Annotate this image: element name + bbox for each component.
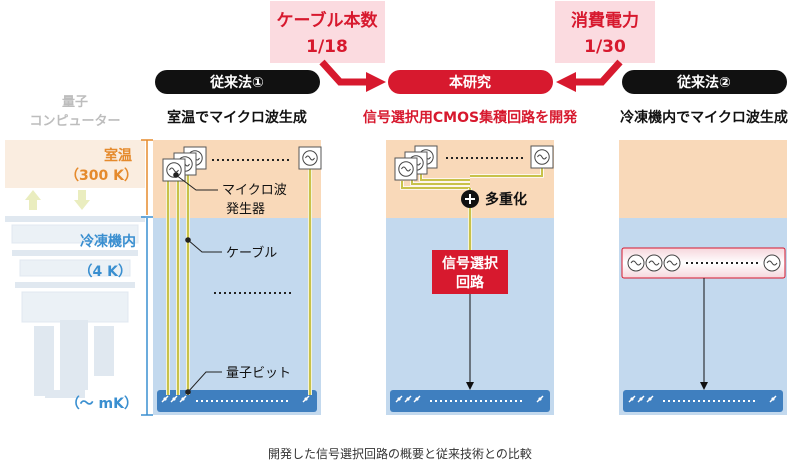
microwave-generator-label-line1: マイクロ波 [222,183,287,198]
conventional1-label: 従来法① [209,74,264,91]
microwave-generator-icon [394,157,418,181]
fridge-label: 冷凍機内 [80,233,136,250]
figure-caption: 開発した信号選択回路の概要と従来技術との比較 [268,446,532,461]
this-study-pill [388,70,553,94]
panel-conventional2 [619,140,787,415]
power-callout-value: 1/30 [584,37,626,57]
selector-label-line2: 回路 [456,274,485,291]
conventional2-pill [622,70,787,94]
fridge-value: （4 K） [79,264,132,280]
qubit-label: 量子ビット [226,366,291,381]
signal-selector-circuit [432,250,508,294]
quantum-computer-illustration: 量子 コンピューター [5,95,145,398]
microwave-generator-icon [162,158,186,182]
microwave-generator-label-line2: 発生器 [226,202,265,217]
panel-conventional1: マイクロ波 発生器 ケーブル 量子ビット [153,140,322,415]
this-study-label: 本研究 [449,74,491,91]
cable-label: ケーブル [226,245,277,261]
cable-count-callout: ケーブル本数 1/18 [270,1,385,63]
selector-label-line1: 信号選択 [442,255,499,272]
conventional2-label: 従来法② [676,74,731,91]
power-callout-box [555,1,655,63]
power-callout-title: 消費電力 [571,10,639,31]
this-study-subtitle: 信号選択用CMOS集積回路を開発 [363,109,578,126]
room-temp-value: （300 K） [65,168,138,184]
arrow-from-callout-right [556,59,623,92]
conventional2-subtitle: 冷凍機内でマイクロ波生成 [620,109,788,126]
millikelvin-label: （～ mK） [66,396,138,412]
room-temp-label: 室温 [104,147,132,164]
temperature-axis: 室温 （300 K） 冷凍機内 （4 K） （～ mK） [65,139,153,416]
cable-callout-title: ケーブル本数 [277,10,379,31]
computer-label-line2: コンピューター [29,114,120,129]
cable-callout-value: 1/18 [306,37,348,57]
microwave-generator-icon [298,146,322,170]
panel-this-study: 多重化 信号選択 回路 [386,140,554,415]
multiplex-label: 多重化 [485,191,527,208]
conventional1-pill [155,70,320,94]
cable-callout-box [270,1,385,63]
power-callout: 消費電力 1/30 [555,1,655,63]
computer-label-line1: 量子 [62,95,88,110]
arrow-from-callout-left [319,59,386,92]
microwave-generator-icon [530,145,554,169]
conventional1-subtitle: 室温でマイクロ波生成 [167,109,307,126]
